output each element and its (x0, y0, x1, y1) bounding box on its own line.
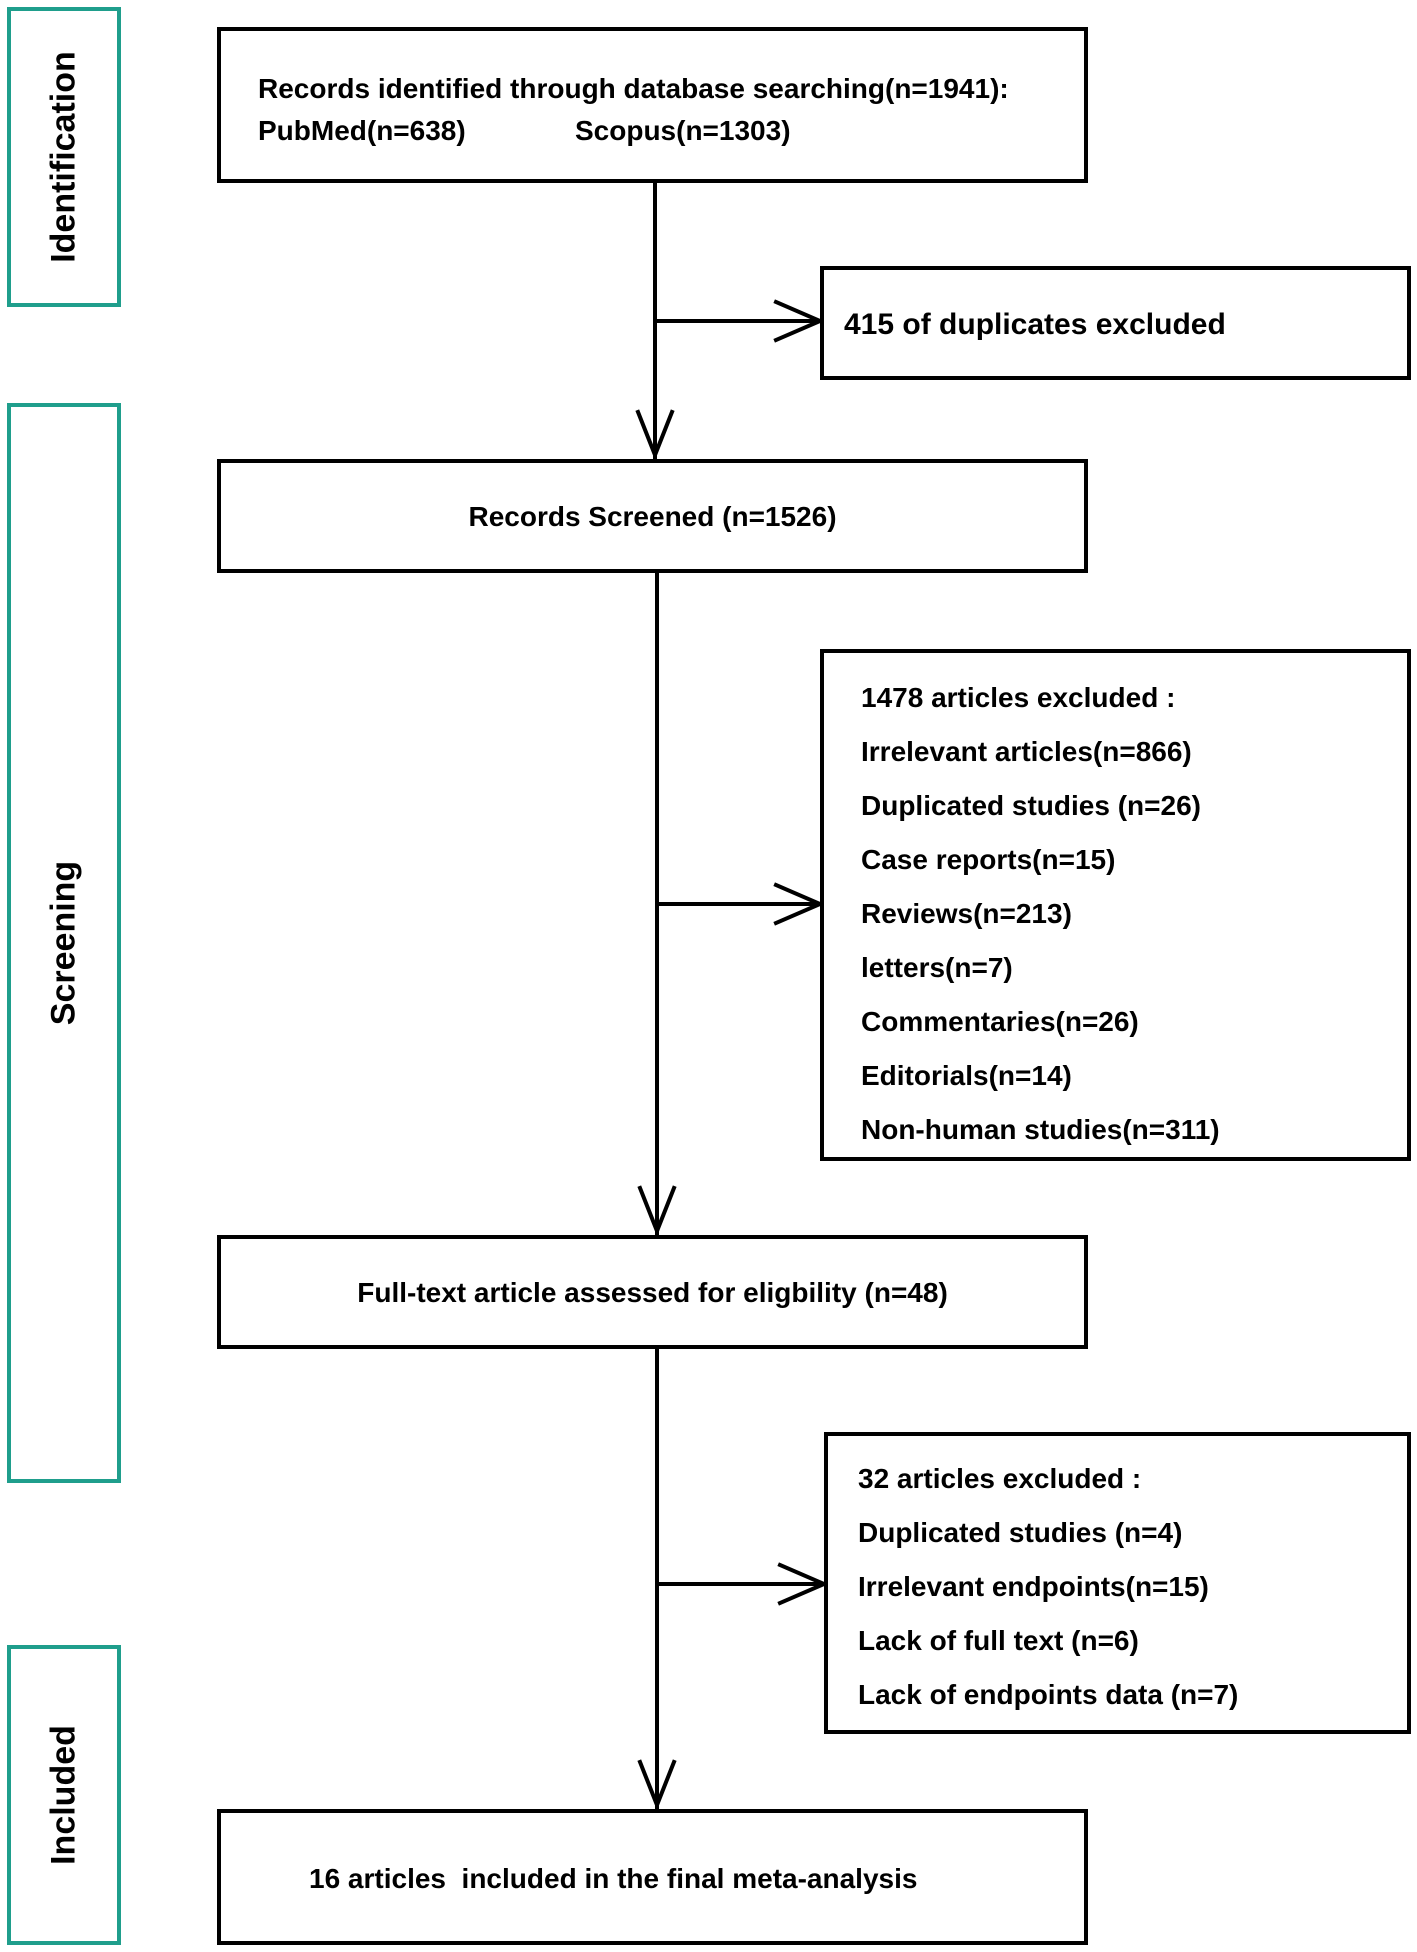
list-item: Editorials(n=14) (861, 1060, 1072, 1091)
list-item: Duplicated studies (n=26) (861, 790, 1201, 821)
duplicates-excluded-text: 415 of duplicates excluded (844, 308, 1226, 341)
list-item: Duplicated studies (n=4) (858, 1517, 1183, 1548)
eligibility-exclusions-header: 32 articles excluded : (858, 1463, 1142, 1494)
screening-exclusions-box: 1478 articles excluded : Irrelevant arti… (820, 649, 1411, 1161)
eligibility-exclusions-box: 32 articles excluded : Duplicated studie… (824, 1432, 1411, 1734)
phase-identification: Identification (7, 7, 121, 307)
records-screened-box: Records Screened (n=1526) (217, 459, 1088, 573)
records-screened-text: Records Screened (n=1526) (468, 501, 837, 532)
list-item: Case reports(n=15) (861, 844, 1116, 875)
records-pubmed: PubMed(n=638) (258, 115, 466, 146)
list-item: Non-human studies(n=311) (861, 1114, 1220, 1145)
arrow-head-included (637, 1759, 677, 1811)
duplicates-excluded-box: 415 of duplicates excluded (820, 266, 1411, 380)
list-item: Reviews(n=213) (861, 898, 1072, 929)
arrow-head-full-text (637, 1185, 677, 1237)
records-identified-title: Records identified through database sear… (258, 73, 1009, 104)
phase-screening: Screening (7, 403, 121, 1483)
records-scopus: Scopus(n=1303) (575, 115, 791, 146)
included-final-box: 16 articles included in the final meta-a… (217, 1809, 1088, 1945)
phase-included: Included (7, 1645, 121, 1945)
list-item: Commentaries(n=26) (861, 1006, 1139, 1037)
full-text-assessed-box: Full-text article assessed for eligbilit… (217, 1235, 1088, 1349)
full-text-assessed-text: Full-text article assessed for eligbilit… (357, 1277, 948, 1308)
eligibility-exclusions-list: 32 articles excluded : Duplicated studie… (858, 1452, 1238, 1722)
list-item: Lack of full text (n=6) (858, 1625, 1139, 1656)
list-item: letters(n=7) (861, 952, 1013, 983)
records-identified-box: Records identified through database sear… (217, 27, 1088, 183)
arrow-head-screened (635, 409, 675, 461)
list-item: Irrelevant articles(n=866) (861, 736, 1192, 767)
screening-exclusions-list: 1478 articles excluded : Irrelevant arti… (861, 671, 1220, 1157)
included-final-text: 16 articles included in the final meta-a… (309, 1863, 918, 1894)
list-item: Lack of endpoints data (n=7) (858, 1679, 1239, 1710)
list-item: Irrelevant endpoints(n=15) (858, 1571, 1209, 1602)
screening-exclusions-header: 1478 articles excluded : (861, 682, 1176, 713)
